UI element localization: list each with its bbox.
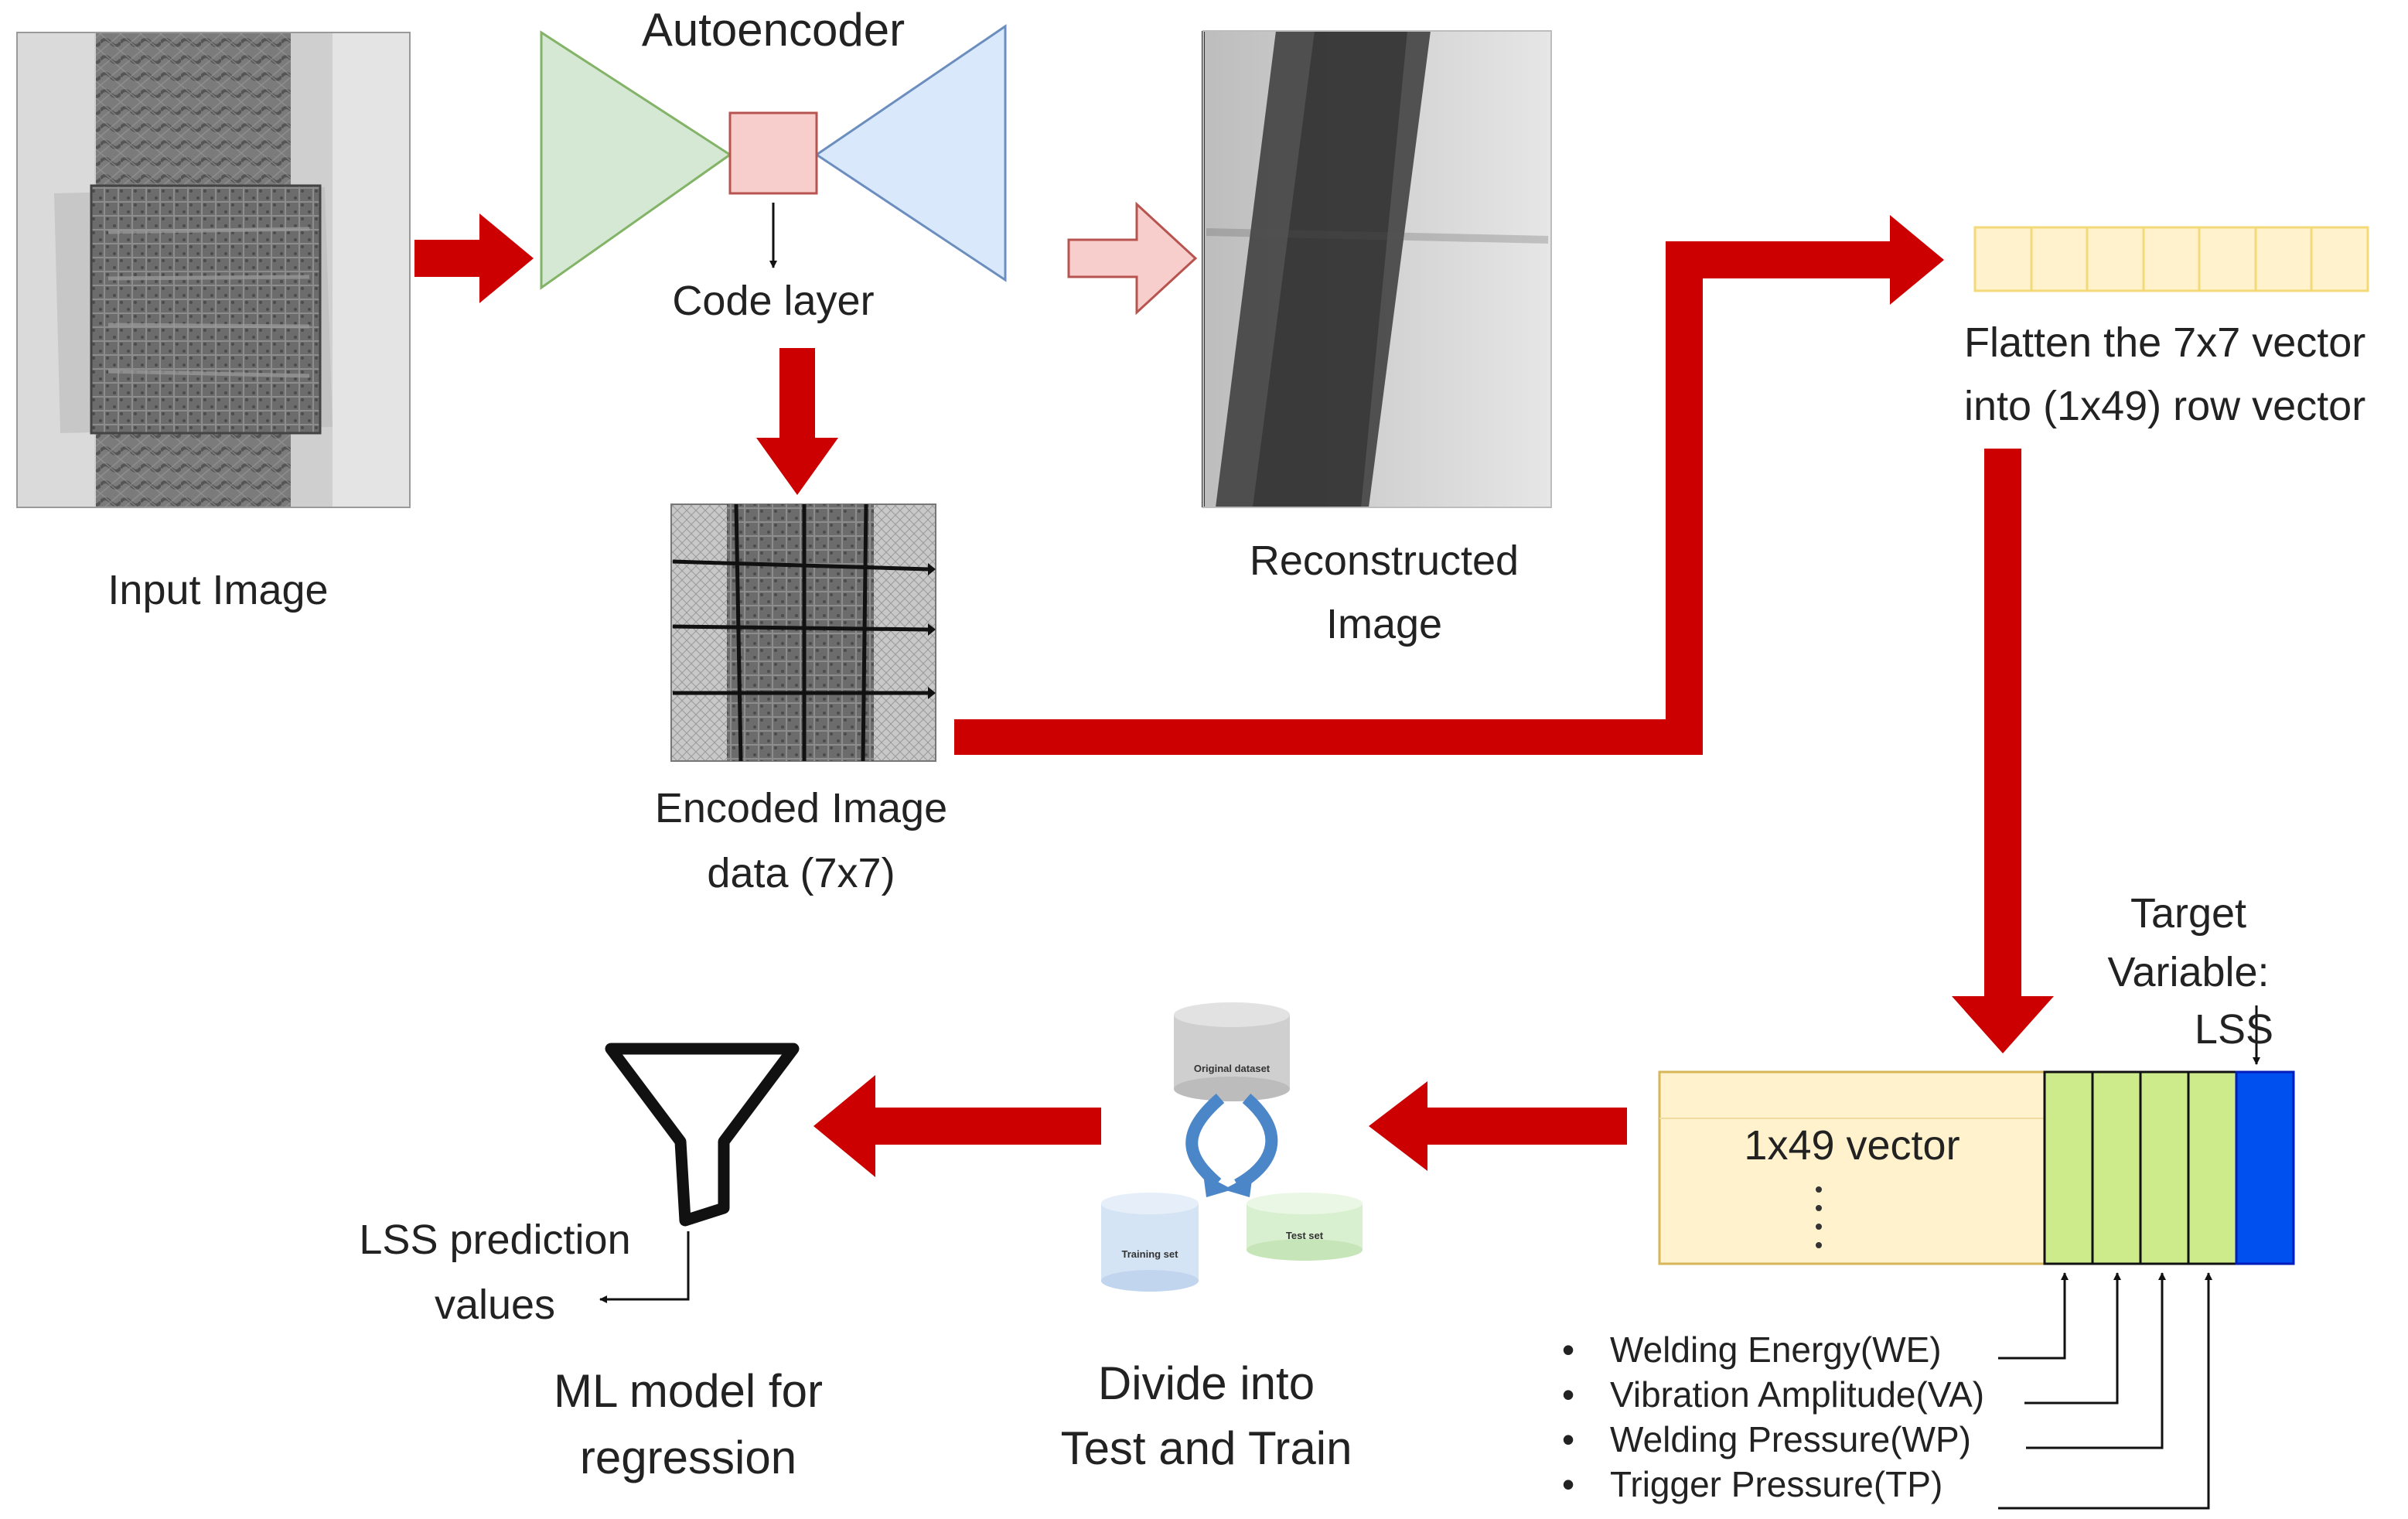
funnel-icon: [605, 1043, 800, 1227]
original-dataset-label: Original dataset: [1193, 1063, 1271, 1074]
encoded-image-label-line1: Encoded Image: [654, 785, 948, 831]
reconstructed-image-label-line1: Reconstructed: [1249, 538, 1519, 584]
feature-cell-wp: [2139, 1070, 2190, 1265]
reconstructed-image-label-line2: Image: [1325, 601, 1443, 647]
split-label-line2: Test and Train: [1060, 1422, 1352, 1474]
test-set-label: Test set: [1285, 1230, 1324, 1241]
split-arrows-icon: [1185, 1093, 1278, 1191]
decoder-triangle: [814, 24, 1007, 282]
feature-item-wp: Welding Pressure(WP): [1562, 1417, 1984, 1462]
encoded-image: [670, 503, 936, 762]
feature-vector-block: [1658, 1070, 2295, 1265]
split-label-line1: Divide into: [1097, 1357, 1315, 1409]
prediction-label-line2: values: [434, 1282, 556, 1328]
input-feature-list: Welding Energy(WE) Vibration Amplitude(V…: [1562, 1327, 1984, 1507]
original-dataset-cylinder: [1174, 1002, 1290, 1101]
training-set-cylinder: [1101, 1193, 1199, 1292]
autoencoder-title: Autoencoder: [641, 4, 906, 56]
feature-cell-we: [2043, 1070, 2094, 1265]
encoded-image-label-line2: data (7x7): [707, 850, 895, 896]
encoder-triangle: [540, 30, 732, 290]
vector-1x49-cell: [1658, 1070, 2046, 1265]
arrow-split-to-model: [813, 1075, 1101, 1177]
feature-item-we: Welding Energy(WE): [1562, 1327, 1984, 1372]
feature-cell-va: [2091, 1070, 2142, 1265]
code-layer-label: Code layer: [672, 278, 875, 324]
dataset-split-icon: [1101, 1002, 1363, 1292]
flattened-row-vector: [1973, 226, 2369, 292]
arrow-code-to-encoded: [756, 348, 838, 495]
arrow-encoded-to-flatten: [954, 215, 1944, 755]
training-set-label: Training set: [1121, 1248, 1178, 1260]
prediction-label-line1: LSS prediction: [359, 1217, 631, 1263]
arrow-input-to-encoder: [414, 213, 534, 303]
flatten-label-line1: Flatten the 7x7 vector: [1964, 319, 2366, 366]
vector-1x49-label: 1x49 vector: [1744, 1122, 1960, 1169]
arrow-flatten-to-vector: [1952, 449, 2054, 1053]
target-variable-label-line1: Target: [2130, 890, 2247, 937]
target-variable-label-line2: Variable:: [2107, 949, 2270, 995]
ml-model-label-line1: ML model for: [554, 1365, 823, 1417]
autoencoder-block: [540, 24, 1007, 290]
test-set-cylinder: [1247, 1193, 1363, 1261]
feature-item-va: Vibration Amplitude(VA): [1562, 1372, 1984, 1417]
flatten-label-line2: into (1x49) row vector: [1964, 383, 2366, 429]
feature-cell-tp: [2187, 1070, 2238, 1265]
feature-item-tp: Trigger Pressure(TP): [1562, 1462, 1984, 1507]
code-layer-box: [728, 111, 818, 195]
feature-connectors: [1998, 1272, 2212, 1510]
target-cell-lss: [2235, 1070, 2295, 1265]
target-variable-label-line3: LSS: [2194, 1006, 2273, 1053]
reconstructed-image: [1202, 30, 1552, 508]
arrow-vector-to-split: [1369, 1081, 1627, 1171]
ml-model-label-line2: regression: [579, 1432, 797, 1483]
input-image: [16, 32, 411, 508]
vertical-ellipsis-icon: [1816, 1186, 1822, 1248]
input-image-label: Input Image: [107, 567, 329, 613]
arrow-decoder-to-reconstructed: [1067, 201, 1198, 316]
prediction-pointer: [599, 1231, 690, 1303]
